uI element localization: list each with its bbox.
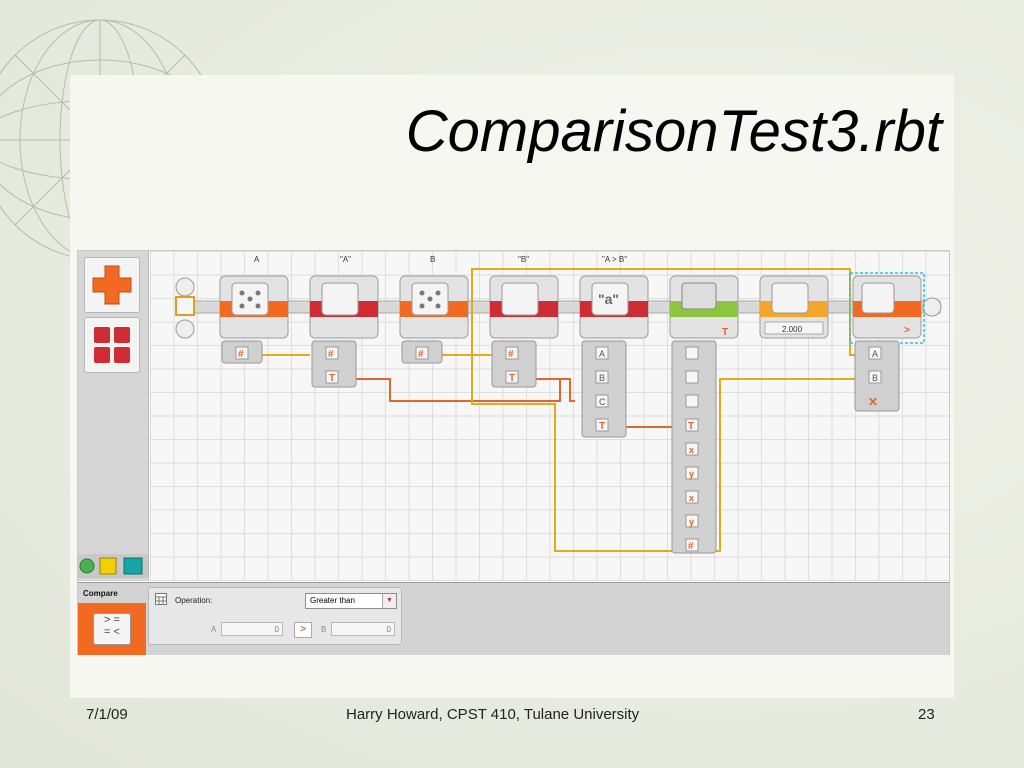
- wait-time-value: 2.000: [782, 325, 803, 334]
- display-plug-label: y: [689, 469, 694, 479]
- operation-label: Operation:: [175, 596, 213, 605]
- number-to-text-block[interactable]: [309, 275, 379, 388]
- column-label: "A": [340, 255, 352, 264]
- display-plug-label: y: [689, 517, 694, 527]
- plus-icon: [92, 265, 132, 305]
- green-tab-icon[interactable]: [79, 558, 95, 574]
- column-label: A: [254, 255, 260, 264]
- display-plugs: [685, 346, 699, 552]
- column-label: "B": [518, 255, 530, 264]
- configuration-panel: Compare > == < Operation: Greater than ▼…: [78, 582, 949, 655]
- program-diagram: # # T #: [175, 268, 942, 554]
- display-block[interactable]: [669, 275, 739, 554]
- compare-output-symbol: >: [904, 325, 910, 336]
- number-plug: #: [328, 349, 334, 360]
- config-options: Operation: Greater than ▼ A 0 > B 0: [148, 587, 402, 645]
- operation-value: Greater than: [310, 596, 355, 605]
- display-plug-label: x: [689, 445, 694, 455]
- compare-block[interactable]: [849, 272, 925, 412]
- compare-icon: [861, 282, 895, 314]
- operation-select[interactable]: Greater than ▼: [305, 593, 397, 609]
- a-label: A: [211, 625, 217, 634]
- complete-palette-button[interactable]: [84, 317, 140, 373]
- text-plug-label: C: [599, 397, 606, 407]
- yellow-tab-icon[interactable]: [99, 557, 117, 575]
- display-plug-label: T: [688, 421, 694, 432]
- compare-plug-label: B: [872, 373, 878, 383]
- boolean-plug-icon: ✕: [868, 395, 878, 409]
- palette-tabs: [78, 554, 148, 578]
- wait-block[interactable]: [759, 275, 829, 339]
- convert-icon: [501, 282, 539, 316]
- display-plug-label: #: [688, 541, 694, 552]
- footer-page-number: 23: [918, 706, 935, 723]
- wire: [530, 378, 575, 402]
- config-block-name: Compare: [83, 589, 118, 598]
- a-input[interactable]: 0: [221, 622, 283, 636]
- wire: [471, 355, 860, 552]
- text-block[interactable]: [579, 275, 649, 438]
- number-plug: #: [418, 349, 424, 360]
- b-input[interactable]: 0: [331, 622, 395, 636]
- chevron-down-icon[interactable]: ▼: [382, 594, 396, 608]
- text-plug: T: [722, 327, 728, 338]
- grid-icon: [94, 327, 130, 363]
- common-palette-button[interactable]: [84, 257, 140, 313]
- number-plug: #: [508, 349, 514, 360]
- program-canvas[interactable]: A "A" B "B" "A > B": [150, 251, 949, 581]
- config-block-icon: > == <: [78, 603, 146, 655]
- column-label: B: [430, 255, 436, 264]
- random-block[interactable]: [219, 275, 289, 364]
- wire: [471, 268, 860, 356]
- text-plug: T: [329, 373, 335, 384]
- display-plug-label: x: [689, 493, 694, 503]
- start-icon[interactable]: [175, 296, 195, 316]
- column-label: "A > B": [602, 255, 628, 264]
- wire: [350, 378, 561, 402]
- compare-icon: > == <: [93, 613, 131, 645]
- text-plug-label: B: [599, 373, 605, 383]
- number-plug: #: [238, 349, 244, 360]
- compare-plug-label: A: [872, 349, 878, 359]
- teal-tab-icon[interactable]: [123, 557, 143, 575]
- text-block-label: "a": [598, 291, 619, 307]
- block-palette: [78, 251, 149, 581]
- text-plug-label: T: [599, 421, 605, 432]
- calculator-icon: [155, 593, 167, 605]
- number-to-text-block[interactable]: [489, 275, 559, 388]
- convert-icon: [321, 282, 359, 316]
- footer-author: Harry Howard, CPST 410, Tulane Universit…: [346, 706, 640, 723]
- random-block[interactable]: [399, 275, 469, 364]
- nxt-program-window: A "A" B "B" "A > B": [77, 250, 950, 655]
- footer-date: 7/1/09: [86, 706, 128, 723]
- b-label: B: [321, 625, 327, 634]
- display-icon: [681, 282, 717, 310]
- hourglass-icon: [771, 282, 809, 314]
- slide-title: ComparisonTest3.rbt: [405, 99, 942, 164]
- text-plug: T: [509, 373, 515, 384]
- operator-indicator: >: [294, 622, 312, 638]
- text-plug-label: A: [599, 349, 605, 359]
